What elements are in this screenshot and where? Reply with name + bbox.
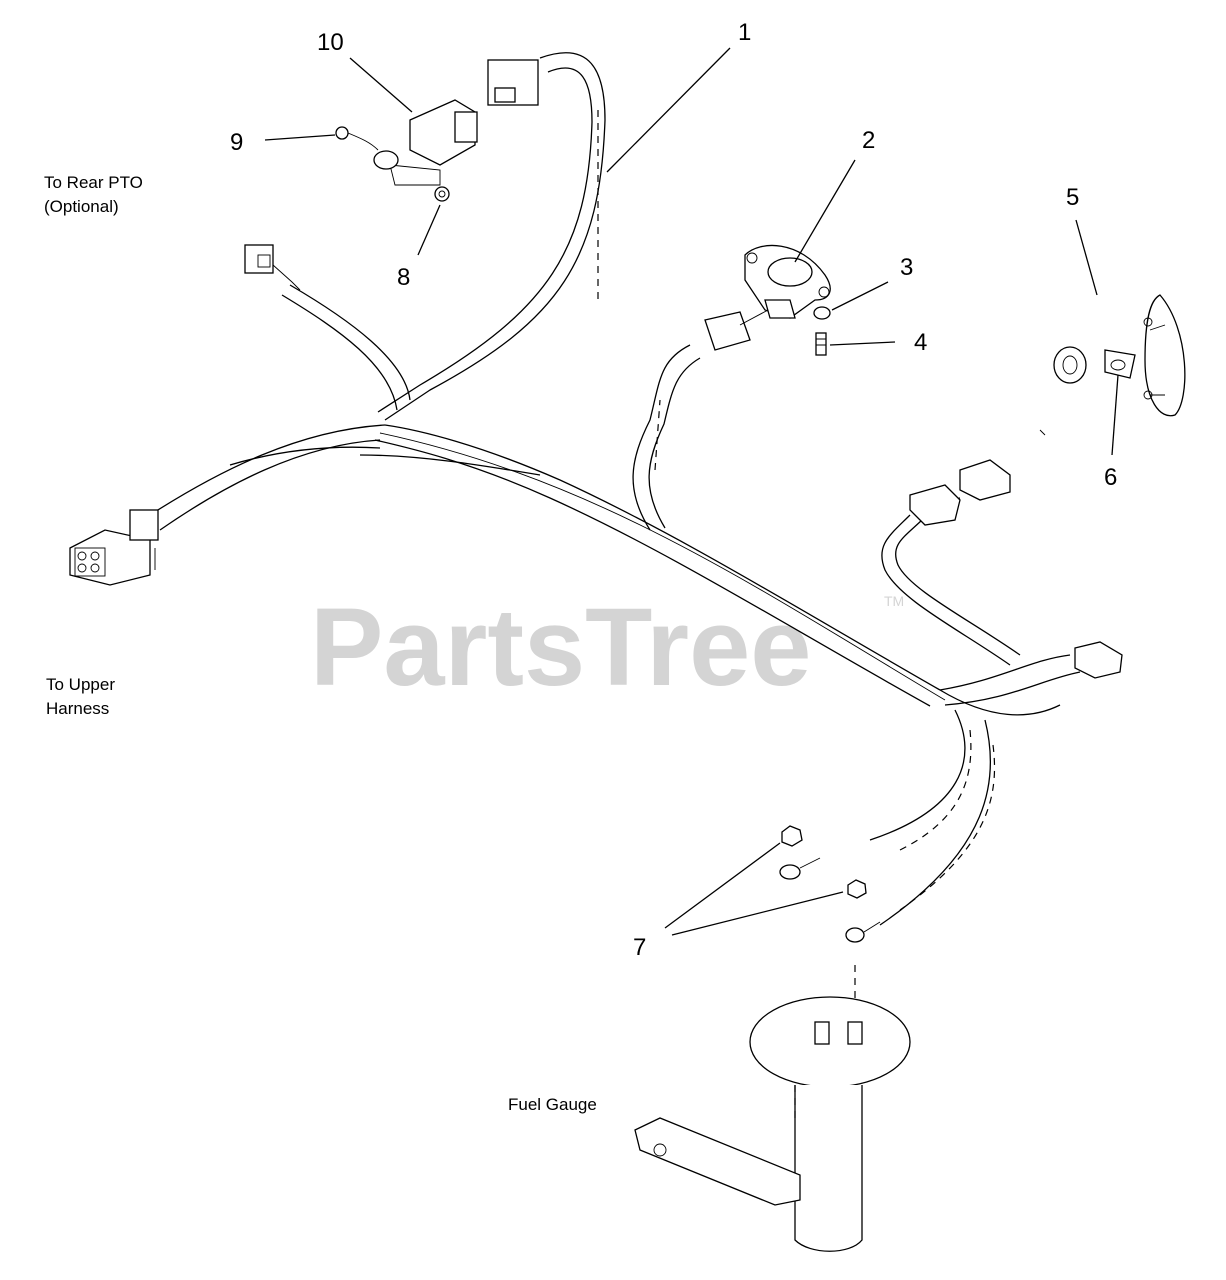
bulb-socket-6 — [1104, 349, 1136, 379]
label-fuel-gauge: Fuel Gauge — [508, 1095, 597, 1114]
label-upper-harness-line1: To Upper — [46, 675, 115, 694]
leader-lines — [264, 47, 1119, 936]
fuel-gauge-sender — [634, 965, 911, 1252]
label-upper-harness-line2: Harness — [46, 699, 109, 718]
label-rear-pto-line1: To Rear PTO — [44, 173, 143, 192]
callout-5: 5 — [1066, 184, 1079, 211]
callout-7: 7 — [633, 934, 646, 961]
rear-pto-plug — [244, 244, 301, 291]
sensor-2 — [704, 244, 831, 351]
callout-1: 1 — [738, 19, 751, 46]
screw-4 — [815, 332, 827, 356]
fastener-9 — [335, 126, 379, 151]
watermark: PartsTree TM — [310, 586, 904, 709]
callout-10: 10 — [317, 29, 344, 56]
connector-10 — [373, 59, 539, 186]
label-rear-pto-line2: (Optional) — [44, 197, 119, 216]
callout-numbers: 10 9 8 1 2 3 4 5 6 7 — [230, 19, 1117, 961]
callout-4: 4 — [914, 329, 927, 356]
callout-6: 6 — [1104, 464, 1117, 491]
callout-9: 9 — [230, 129, 243, 156]
nut-8 — [434, 186, 450, 202]
text-labels: To Rear PTO (Optional) To Upper Harness … — [44, 173, 597, 1114]
light-assembly-5 — [1053, 294, 1186, 417]
callout-2: 2 — [862, 127, 875, 154]
callout-8: 8 — [397, 264, 410, 291]
upper-harness-connector — [69, 509, 159, 586]
watermark-brand: PartsTree — [310, 586, 811, 709]
washer-3 — [813, 306, 831, 320]
watermark-trademark: TM — [884, 593, 904, 609]
wire-harness — [149, 52, 1081, 926]
mid-connectors — [909, 429, 1123, 679]
ring-terminals-7 — [779, 825, 881, 943]
callout-3: 3 — [900, 254, 913, 281]
